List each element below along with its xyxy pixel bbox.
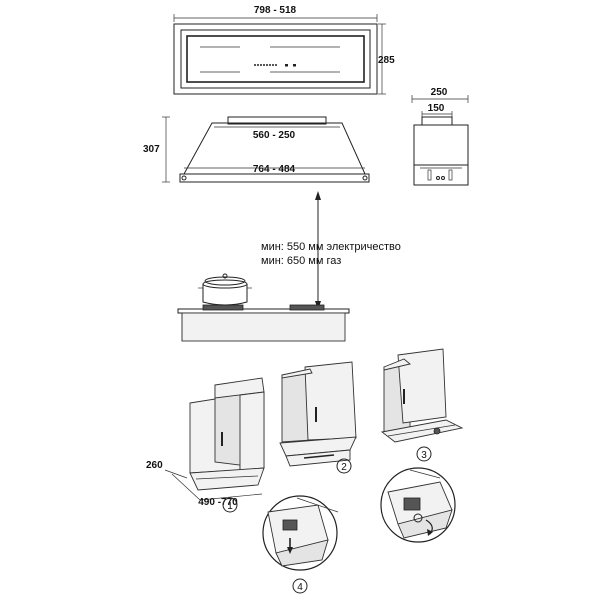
front-top-width-label: 560 - 250 xyxy=(253,130,296,141)
step-3-number: 3 xyxy=(421,450,427,461)
top-view: 798 - 518 285 xyxy=(173,5,395,95)
side-inner-label: 150 xyxy=(428,103,445,114)
screw-detail-circle xyxy=(380,467,456,543)
hood-insert-step-3 xyxy=(380,419,464,443)
install-step-4-detail: 4 xyxy=(262,495,339,594)
cooktop xyxy=(177,304,350,342)
front-view: 307 560 - 250 764 - 484 xyxy=(143,116,370,183)
front-bottom-width-label: 764 - 484 xyxy=(253,164,296,175)
install-width-label: 490 -770 xyxy=(198,497,238,508)
clearance-section: мин: 550 мм электричество мин: 650 мм га… xyxy=(177,191,401,342)
front-height-label: 307 xyxy=(143,144,160,155)
detail-circle xyxy=(262,495,338,571)
screw-detail xyxy=(380,467,456,543)
exhaust-outlet xyxy=(227,116,327,125)
install-depth-label: 260 xyxy=(146,460,163,471)
side-outer-label: 250 xyxy=(431,87,448,98)
top-width-label: 798 - 518 xyxy=(254,5,297,16)
clearance-electric-text: мин: 550 мм электричество xyxy=(261,241,401,253)
clearance-gas-text: мин: 650 мм газ xyxy=(261,255,341,267)
step-2-badge xyxy=(336,458,352,474)
hood-insert xyxy=(189,467,265,491)
step-4-number: 4 xyxy=(297,582,303,593)
step-4-badge xyxy=(292,578,308,594)
cooking-pot xyxy=(198,273,252,306)
side-view: 250 150 xyxy=(411,87,469,186)
install-step-2: 2 xyxy=(279,361,357,474)
step-3-badge xyxy=(416,446,432,462)
side-view-body xyxy=(413,124,469,166)
install-step-1: 260 490 -770 1 xyxy=(146,377,265,513)
step-1-badge xyxy=(222,497,238,513)
install-step-3: 3 xyxy=(380,348,464,462)
top-depth-label: 285 xyxy=(378,55,395,66)
step-1-number: 1 xyxy=(227,501,233,512)
top-view-outer-frame xyxy=(173,23,378,95)
control-panel-dots xyxy=(254,64,296,67)
step-2-number: 2 xyxy=(341,462,347,473)
